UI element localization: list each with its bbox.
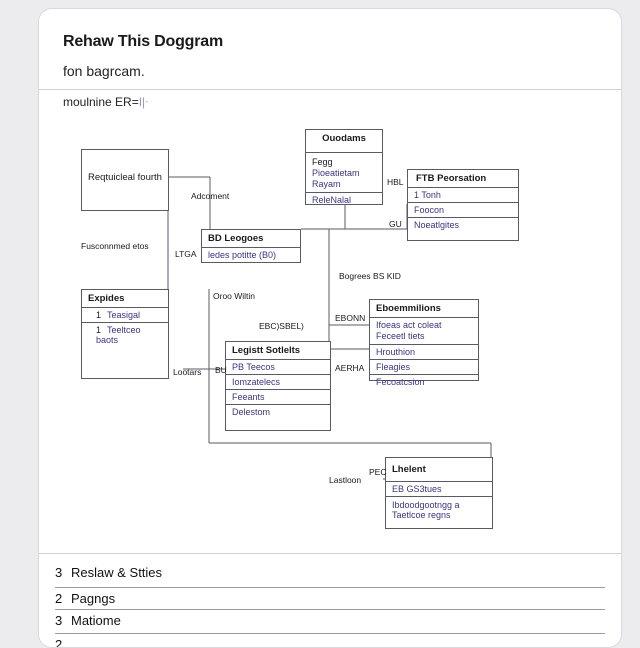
box-expides-title: Expides — [88, 293, 125, 304]
box-reqform-title: Reqtuicleal fourth — [88, 172, 162, 183]
box-lhelent-title: Lhelent — [392, 464, 426, 475]
label-ltga: LTGA — [175, 249, 197, 259]
box-logos[interactable]: BD Leogoes ledes potitte (B0) — [201, 229, 301, 263]
list-divider — [39, 553, 621, 554]
toolbar-text: moulnine ER= — [63, 95, 139, 109]
label-lootars: Lootars — [173, 367, 202, 377]
box-expides-row-text: Teeltceo baots — [96, 325, 141, 345]
box-lhelent[interactable]: Lhelent EB GS3tues Ibdoodgootngg a Taetl… — [385, 457, 493, 529]
box-ftb-title: FTB Peorsation — [416, 173, 487, 184]
bullet-number: 1 — [96, 325, 102, 335]
diagram-canvas: Reqtuicleal fourth Ouodams Fegg Pioeatie… — [39, 9, 621, 549]
box-ftb-row: Foocon — [408, 202, 518, 217]
list-item[interactable]: 3 Matiome — [55, 613, 605, 635]
list-item[interactable]: 2 — [55, 637, 605, 648]
page-subtitle: fon bagrcam. — [63, 63, 145, 79]
box-lhelent-row: Ibdoodgootngg a Taetlcoe regns — [386, 496, 492, 523]
box-oudams[interactable]: Ouodams Fegg Pioeatietam Rayam ReleNalal — [305, 129, 383, 205]
box-eboments-row: Fecoatcsion — [370, 374, 478, 389]
box-lhelent-row: EB GS3tues — [386, 481, 492, 496]
box-logos-title: BD Leogoes — [208, 233, 264, 244]
toolbar-accent: I|ᐧ — [138, 95, 149, 109]
box-eboments[interactable]: Eboemmilions Ifoeas act coleat Feceetl t… — [369, 299, 479, 387]
label-aerha: AERHA — [335, 363, 365, 373]
box-ftb-row: 1 Tonh — [408, 187, 518, 202]
toolbar-label: moulnine ER=I|ᐧ — [63, 95, 148, 109]
list-item[interactable]: 2 Pagngs — [55, 591, 605, 613]
label-oroo: Oroo Wiltin — [213, 291, 256, 301]
box-eboments-body: Ifoeas act coleat Feceetl tiets — [370, 317, 478, 344]
box-reqform[interactable]: Reqtuicleal fourth — [81, 149, 169, 211]
diagram-card: Rehaw This Doggram fon bagrcam. moulnine… — [38, 8, 622, 648]
box-oudams-row: Pioeatietam — [312, 168, 360, 178]
list-item[interactable]: 3 Reslaw & Stties — [55, 565, 605, 587]
box-expides-row-text: Teasigal — [107, 310, 141, 320]
list-item-number: 3 — [55, 613, 63, 628]
list-separator — [55, 609, 605, 610]
box-oudams-body: Fegg Pioeatietam Rayam — [306, 152, 382, 192]
box-ftb[interactable]: FTB Peorsation 1 Tonh Foocon Noeatlgites — [407, 169, 519, 241]
box-eboments-row: Fleagies — [370, 359, 478, 374]
list-item-number: 3 — [55, 565, 63, 580]
box-oudams-title: Ouodams — [322, 133, 366, 144]
list-item-label: Pagngs — [71, 591, 116, 606]
connector-lines — [167, 176, 492, 480]
label-fusconnmed: Fusconnmed etos — [81, 241, 149, 251]
list-item-label: Matiome — [71, 613, 121, 628]
label-gu: GU — [389, 219, 402, 229]
label-ebonn: EBONN — [335, 313, 366, 323]
box-oudams-row: Fegg — [312, 157, 333, 167]
page-title: Rehaw This Doggram — [63, 33, 223, 50]
label-lastlooe: Lastloon — [329, 475, 362, 485]
list-item-number: 2 — [55, 637, 63, 648]
box-eboments-title: Eboemmilions — [376, 303, 441, 314]
box-eboments-row: Hrouthion — [370, 344, 478, 359]
box-ftb-row: Noeatlgites — [408, 217, 518, 232]
box-legist-title: Legistt Sotlelts — [232, 345, 301, 356]
box-legist[interactable]: Legistt Sotlelts PB Teecos Iomzatelecs F… — [225, 341, 331, 431]
list-item-label: Reslaw & Stties — [71, 565, 163, 580]
label-hbl: HBL — [387, 177, 404, 187]
list-item-number: 2 — [55, 591, 63, 606]
box-legist-row: Iomzatelecs — [226, 374, 330, 389]
box-expides-row: 1 Teasigal — [82, 307, 168, 322]
box-legist-row: Delestom — [226, 404, 330, 419]
box-eboments-row: Feceetl tiets — [376, 331, 425, 341]
label-bu: BU — [215, 365, 227, 375]
box-oudams-footer: ReleNalal — [306, 192, 382, 207]
label-bagreac: Bogrees BS KID — [339, 271, 401, 281]
label-pec: PEC — [369, 467, 387, 477]
bullet-number: 1 — [96, 310, 102, 320]
label-ebc: EBC)SBEL) — [259, 321, 304, 331]
header-divider — [39, 89, 621, 90]
box-legist-row: Feeants — [226, 389, 330, 404]
list-separator — [55, 633, 605, 634]
list-separator — [55, 587, 605, 588]
box-eboments-row: Ifoeas act coleat — [376, 320, 442, 330]
label-adcoment: Adcoment — [191, 191, 230, 201]
box-legist-row: PB Teecos — [226, 359, 330, 374]
box-logos-row: ledes potitte (B0) — [202, 247, 300, 262]
box-oudams-row: Rayam — [312, 179, 341, 189]
